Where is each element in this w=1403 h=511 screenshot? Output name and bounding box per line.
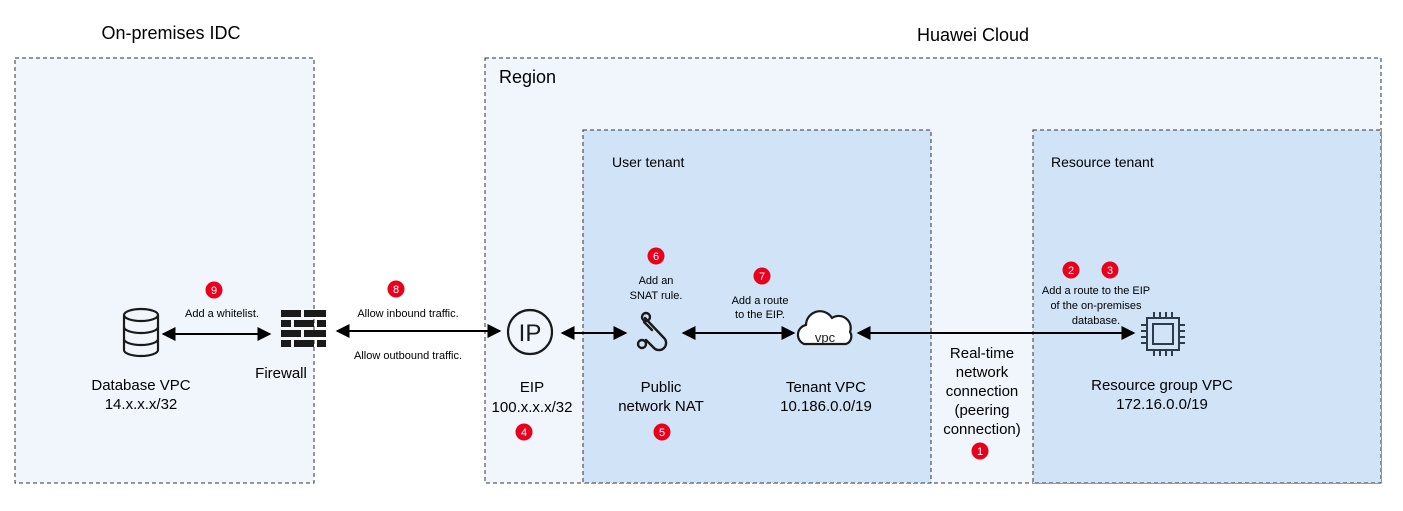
step-badge-8-number: 8 bbox=[393, 284, 399, 296]
step-badge-7-number: 7 bbox=[759, 271, 765, 283]
resource-tenant-title: Resource tenant bbox=[1051, 154, 1154, 170]
step-badge-9: 9 bbox=[205, 281, 223, 299]
eip-name: EIP bbox=[520, 379, 544, 396]
nat-name-line1: Public bbox=[641, 379, 682, 396]
whitelist-label: Add a whitelist. bbox=[185, 308, 259, 320]
step-badge-7: 7 bbox=[753, 267, 771, 285]
tenant-vpc-name: Tenant VPC bbox=[786, 379, 866, 396]
peering-label-line1: Real-time bbox=[950, 345, 1014, 362]
firewall-name: Firewall bbox=[255, 365, 307, 382]
peering-label-line4: (peering bbox=[954, 402, 1009, 419]
route-eip-label-line2: to the EIP. bbox=[735, 309, 785, 321]
huawei-cloud-title: Huawei Cloud bbox=[917, 25, 1029, 45]
step-badge-9-number: 9 bbox=[211, 285, 217, 297]
nat-icon bbox=[636, 311, 668, 352]
chip-icon bbox=[1141, 312, 1185, 356]
route-eip-label-line1: Add a route bbox=[732, 295, 789, 307]
step-badge-4: 4 bbox=[515, 423, 533, 441]
database-cidr: 14.x.x.x/32 bbox=[105, 396, 178, 413]
inbound-label: Allow inbound traffic. bbox=[357, 308, 458, 320]
snat-label-line2: SNAT rule. bbox=[630, 290, 683, 302]
resource-tenant-zone bbox=[1032, 129, 1382, 484]
step-badge-6: 6 bbox=[647, 247, 665, 265]
resource-vpc-name: Resource group VPC bbox=[1091, 377, 1233, 394]
step-badge-3: 3 bbox=[1101, 261, 1119, 279]
step-badge-2-number: 2 bbox=[1068, 265, 1074, 277]
user-tenant-zone bbox=[582, 129, 932, 484]
snat-label-line1: Add an bbox=[639, 275, 674, 287]
on-premises-title: On-premises IDC bbox=[101, 23, 240, 43]
step-badge-5-number: 5 bbox=[659, 427, 665, 439]
route-db-label-line3: database. bbox=[1072, 315, 1120, 327]
user-tenant-title: User tenant bbox=[612, 154, 684, 170]
eip-icon-label: IP bbox=[519, 320, 542, 347]
step-badge-6-number: 6 bbox=[653, 251, 659, 263]
eip-icon: IP bbox=[506, 308, 554, 356]
firewall-icon bbox=[281, 310, 326, 347]
eip-cidr: 100.x.x.x/32 bbox=[492, 399, 573, 416]
peering-label-line3: connection bbox=[946, 383, 1019, 400]
step-badge-3-number: 3 bbox=[1107, 265, 1113, 277]
peering-label-line5: connection) bbox=[943, 421, 1021, 438]
on-premises-idc-zone bbox=[14, 57, 315, 484]
vpc-icon-label: vpc bbox=[815, 330, 836, 345]
outbound-label: Allow outbound traffic. bbox=[354, 350, 462, 362]
peering-label-line2: network bbox=[956, 364, 1009, 381]
vpc-cloud-icon: vpc bbox=[796, 310, 853, 346]
step-badge-2: 2 bbox=[1062, 261, 1080, 279]
tenant-vpc-cidr: 10.186.0.0/19 bbox=[780, 398, 872, 415]
route-db-label-line1: Add a route to the EIP bbox=[1042, 285, 1150, 297]
database-icon bbox=[122, 307, 160, 358]
resource-vpc-cidr: 172.16.0.0/19 bbox=[1116, 396, 1208, 413]
nat-name-line2: network NAT bbox=[618, 398, 704, 415]
step-badge-1-number: 1 bbox=[977, 446, 983, 458]
database-name: Database VPC bbox=[91, 377, 190, 394]
region-title: Region bbox=[499, 67, 556, 87]
step-badge-4-number: 4 bbox=[521, 427, 527, 439]
step-badge-8: 8 bbox=[387, 280, 405, 298]
step-badge-5: 5 bbox=[653, 423, 671, 441]
step-badge-1: 1 bbox=[971, 442, 989, 460]
route-db-label-line2: of the on-premises bbox=[1050, 300, 1142, 312]
